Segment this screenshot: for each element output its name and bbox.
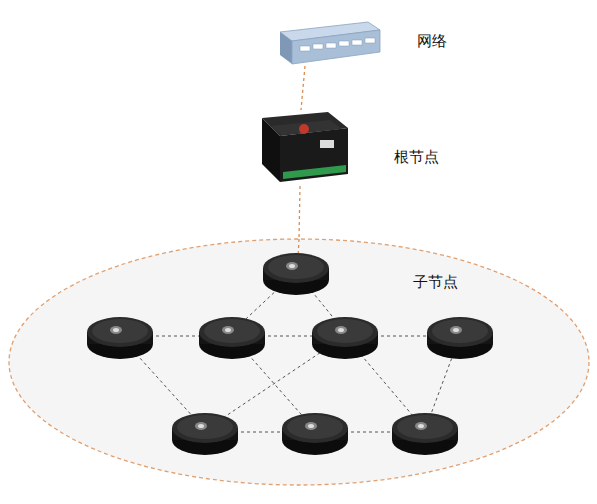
sensor-device: [263, 253, 329, 295]
sensor-device: [282, 413, 348, 455]
link-line: [301, 66, 305, 110]
region-outline: [9, 239, 589, 485]
sensor-device: [427, 317, 493, 359]
sensor-device: [199, 317, 265, 359]
network-switch: [280, 22, 380, 64]
node-label: 根节点: [392, 148, 441, 166]
node-label: 子节点: [411, 273, 460, 291]
sensor-device: [392, 413, 458, 455]
sensor-device: [87, 317, 153, 359]
region-outline: [9, 239, 589, 485]
region-ground: [9, 239, 589, 485]
sensor-device: [172, 413, 238, 455]
link-line: [299, 186, 300, 239]
gateway-device: [262, 112, 348, 182]
sensor-device: [312, 317, 378, 359]
node-label: 网络: [415, 32, 449, 50]
child-devices: [87, 253, 493, 455]
network-node: 网络: [278, 20, 382, 66]
root-node: 根节点: [253, 110, 350, 186]
child-region: 子节点: [9, 239, 589, 485]
mesh-lines: [120, 272, 460, 432]
